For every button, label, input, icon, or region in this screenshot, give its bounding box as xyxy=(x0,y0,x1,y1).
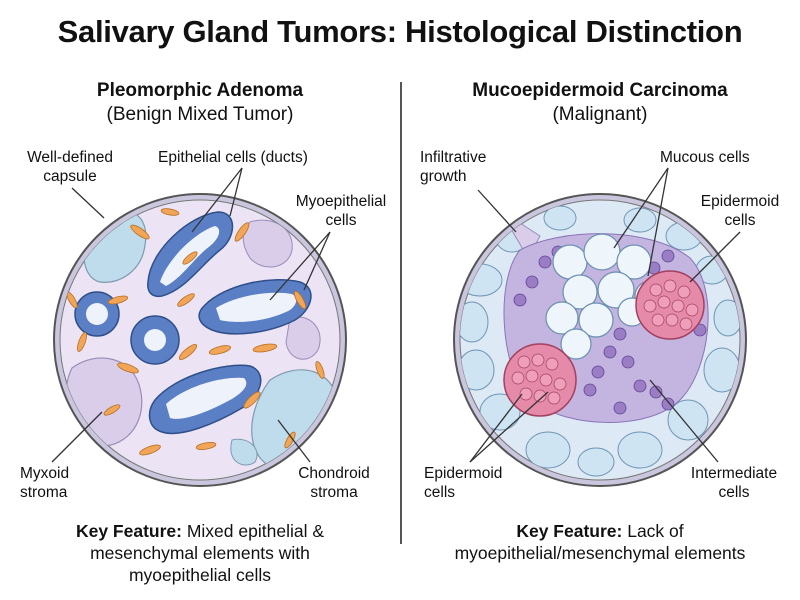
myxoid-stroma-region xyxy=(242,219,293,268)
epithelial-duct xyxy=(198,279,312,335)
left-key-feature: Key Feature: Mixed epithelial & mesenchy… xyxy=(75,521,325,585)
left-panel-title: Pleomorphic Adenoma xyxy=(96,80,304,101)
epidermoid-nest xyxy=(635,270,705,340)
peripheral-glands xyxy=(460,205,740,477)
right-panel-title: Mucoepidermoid Carcinoma xyxy=(472,80,728,101)
epithelial-cells-label: Epithelial cells (ducts) xyxy=(158,149,308,166)
mucoepidermoid-carcinoma-section xyxy=(453,193,747,487)
epithelial-duct xyxy=(148,364,262,435)
right-key-label: Key Feature: xyxy=(516,521,623,541)
right-key-feature: Key Feature: Lack of myoepithelial/mesen… xyxy=(454,521,746,563)
epidermoid-nest xyxy=(503,343,577,417)
right-panel-subtitle: (Malignant) xyxy=(552,104,648,125)
chondroid-stroma-region xyxy=(230,438,258,466)
epithelial-duct xyxy=(130,315,180,365)
epithelial-duct xyxy=(74,291,120,337)
mucous-cells-label: Mucous cells xyxy=(660,149,750,166)
right-key-text: Lack of xyxy=(622,521,684,541)
panel-divider xyxy=(400,82,402,544)
myxoid-stroma-region xyxy=(285,316,321,360)
page-title: Salivary Gland Tumors: Histological Dist… xyxy=(57,14,743,49)
left-leader-lines xyxy=(51,167,331,463)
left-panel-subtitle: (Benign Mixed Tumor) xyxy=(106,104,294,125)
pleomorphic-adenoma-section xyxy=(53,193,347,487)
left-key-text: Mixed epithelial & xyxy=(181,521,325,541)
left-key-label: Key Feature: xyxy=(75,521,182,541)
right-leader-lines xyxy=(469,167,741,463)
